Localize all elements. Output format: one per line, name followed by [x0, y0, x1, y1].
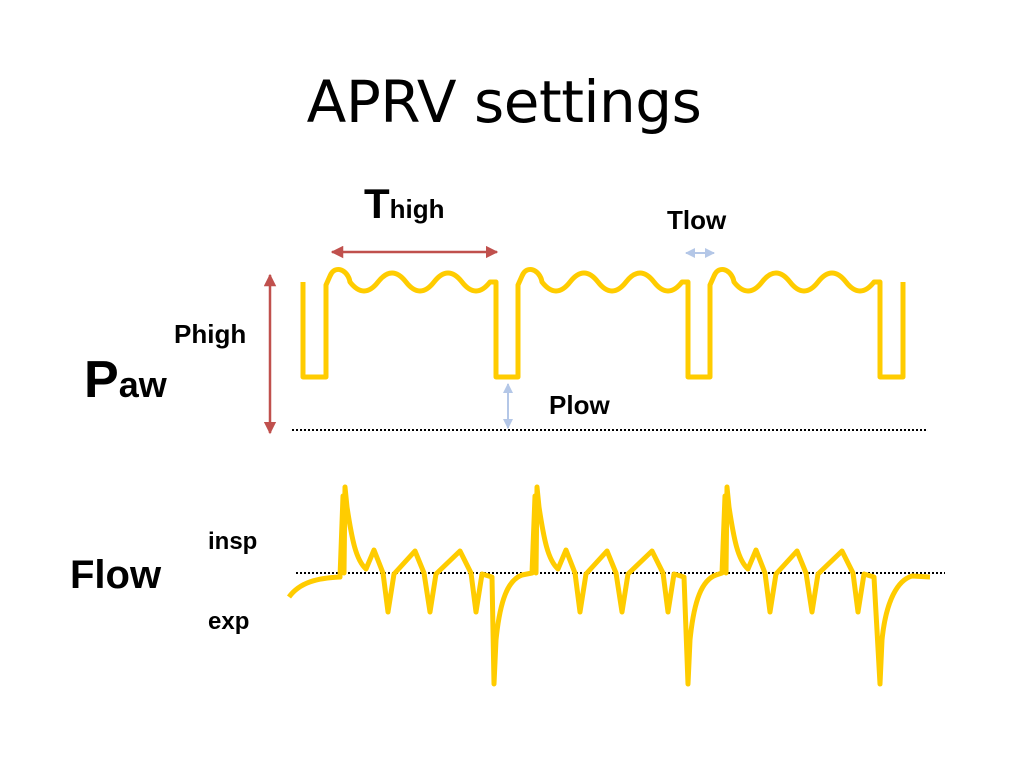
plow-label: Plow: [549, 390, 610, 420]
tlow-label: Tlow: [667, 205, 727, 235]
flow-waveform: [286, 484, 931, 687]
insp-label: insp: [208, 528, 258, 555]
thigh-label-main: T: [364, 180, 390, 227]
exp-label: exp: [208, 608, 250, 635]
page-title: APRV settings: [306, 68, 702, 136]
paw-label-main: P: [84, 351, 119, 409]
thigh-label-sub: high: [389, 194, 445, 224]
thigh-label: Thigh: [364, 180, 445, 228]
flow-label: Flow: [70, 553, 162, 597]
pressure-waveform: [300, 266, 906, 380]
paw-label-sub: aw: [118, 364, 167, 405]
paw-label: Paw: [84, 350, 167, 410]
phigh-label: Phigh: [174, 319, 247, 349]
